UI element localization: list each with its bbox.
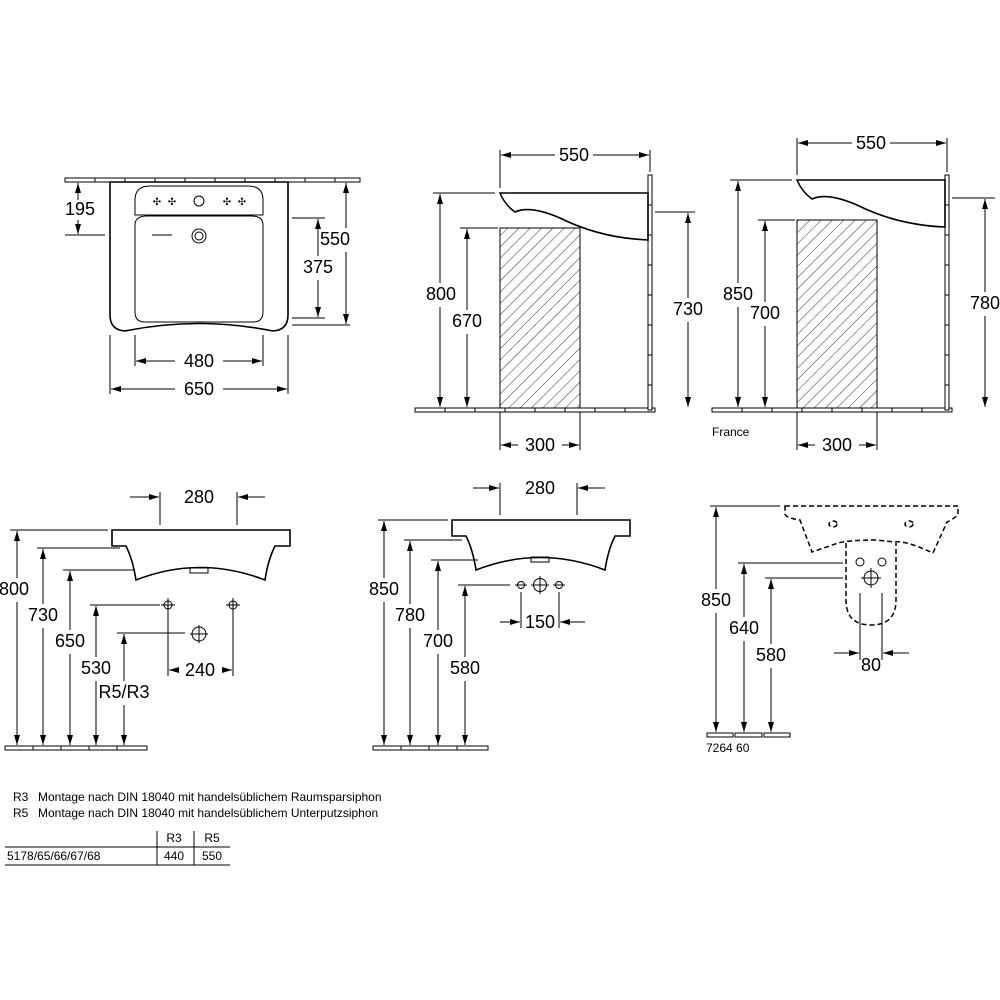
- front-view-800: 280 800 730 650 530 R5/R3 240: [0, 487, 291, 751]
- note-code: R3: [13, 790, 29, 804]
- dim-800: 800: [0, 579, 29, 599]
- table-header-r3: R3: [166, 831, 182, 845]
- dim-195: 195: [65, 199, 95, 219]
- semi-pedestal-dashed: [845, 543, 897, 626]
- side-view-850: 550 850 700 780 300 France: [711, 133, 1000, 455]
- pedestal-space: [796, 219, 878, 409]
- basin-outline: [109, 181, 289, 332]
- svg-text:✣: ✣: [168, 197, 176, 208]
- dim-700: 700: [750, 303, 780, 323]
- basin-deck: [134, 185, 264, 216]
- svg-text:✣: ✣: [238, 197, 246, 208]
- dim-730: 730: [673, 299, 703, 319]
- r5-r3-label: R5/R3: [98, 682, 149, 702]
- front-view-850: 280 850 780 700 580 150: [369, 478, 631, 751]
- dim-530: 530: [81, 658, 111, 678]
- svg-text:✣: ✣: [153, 197, 161, 208]
- optional-tap-holes: ✣ ✣ ✣ ✣: [153, 197, 246, 208]
- table-r5-value: 550: [202, 849, 222, 863]
- dim-800: 800: [426, 284, 456, 304]
- side-view-800: 550 800 670 730 300: [414, 145, 703, 455]
- table-r3-value: 440: [164, 849, 184, 863]
- article-number-label: 7264 60: [706, 741, 750, 755]
- svg-text:✣: ✣: [223, 197, 231, 208]
- dim-850: 850: [723, 284, 753, 304]
- tap-hole-icon: [193, 195, 205, 207]
- dim-780: 780: [970, 293, 1000, 313]
- pedestal-space: [499, 227, 581, 409]
- drain-icon: [191, 228, 207, 244]
- dim-375: 375: [303, 257, 333, 277]
- dim-700: 700: [423, 631, 453, 651]
- dim-300: 300: [822, 435, 852, 455]
- dim-150: 150: [525, 612, 555, 632]
- dim-280: 280: [525, 478, 555, 498]
- semi-pedestal-view: 850 640 580 80 7264 60: [701, 505, 959, 755]
- basin-profile: [795, 179, 946, 228]
- dim-580: 580: [450, 658, 480, 678]
- dim-670: 670: [452, 311, 482, 331]
- france-label: France: [712, 425, 750, 439]
- note-code: R5: [13, 806, 29, 820]
- wall-tiles: [64, 177, 361, 183]
- table-model: 5178/65/66/67/68: [7, 849, 101, 863]
- dim-280: 280: [184, 487, 214, 507]
- note-text: Montage nach DIN 18040 mit handelsüblich…: [38, 806, 378, 820]
- dim-300: 300: [525, 435, 555, 455]
- dim-650: 650: [55, 631, 85, 651]
- dim-550: 550: [856, 133, 886, 153]
- dim-850: 850: [369, 579, 399, 599]
- basin-bowl: [134, 215, 264, 323]
- dim-550: 550: [559, 145, 589, 165]
- notes: R3 Montage nach DIN 18040 mit handelsübl…: [13, 790, 382, 820]
- plan-view: ✣ ✣ ✣ ✣ 195 550 375 480 650: [64, 177, 361, 399]
- dim-730: 730: [28, 605, 58, 625]
- basin-front: [451, 519, 631, 572]
- dim-480: 480: [184, 351, 214, 371]
- basin-profile: [498, 192, 649, 241]
- dim-850: 850: [701, 590, 731, 610]
- table-header-r5: R5: [204, 831, 220, 845]
- dimension-table: R3 R5 5178/65/66/67/68 440 550: [5, 831, 230, 866]
- dim-550: 550: [320, 229, 350, 249]
- dim-580: 580: [756, 645, 786, 665]
- dim-780: 780: [395, 605, 425, 625]
- dim-240: 240: [185, 660, 215, 680]
- dim-640: 640: [729, 618, 759, 638]
- dim-80: 80: [861, 655, 881, 675]
- note-text: Montage nach DIN 18040 mit handelsüblich…: [38, 790, 382, 804]
- dim-650: 650: [184, 379, 214, 399]
- basin-outline-dashed: [784, 505, 959, 554]
